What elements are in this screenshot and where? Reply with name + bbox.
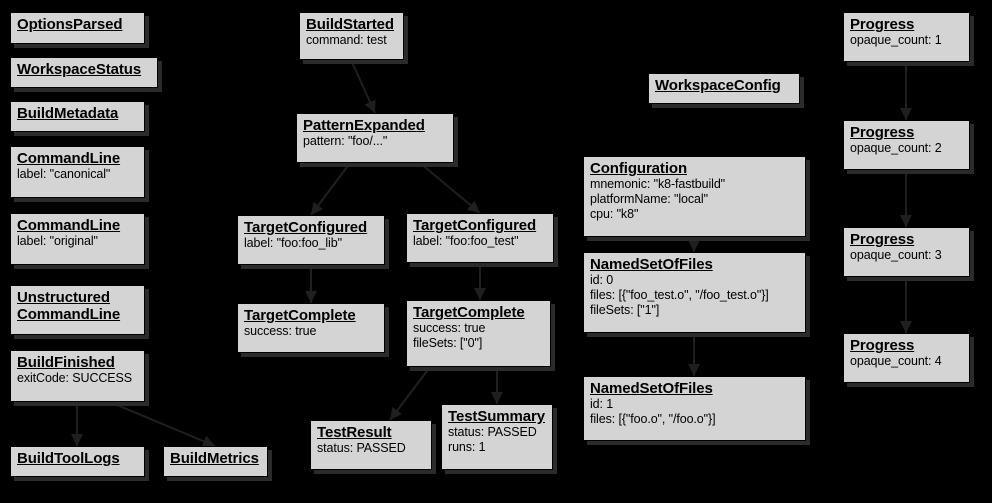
- node-field-named-set-of-files-0-0: id: 0: [590, 273, 614, 287]
- node-field-command-line-original-0: label: "original": [17, 234, 98, 248]
- node-title-test-result: TestResult: [317, 424, 392, 441]
- node-field-configuration-1: platformName: "local": [590, 192, 708, 206]
- edge-e-bf-bm: [109, 401, 216, 447]
- edge-e-bs-pe: [350, 59, 376, 114]
- node-title-target-complete-test: TargetComplete: [413, 304, 525, 321]
- node-title-target-configured-lib: TargetConfigured: [244, 219, 368, 236]
- edge-e-pe-tct: [419, 162, 481, 214]
- node-field-build-started-0: command: test: [306, 33, 387, 47]
- node-field-test-summary-0: status: PASSED: [448, 425, 537, 439]
- node-field-target-complete-test-0: success: true: [413, 321, 486, 335]
- node-workspace-status[interactable]: WorkspaceStatus: [10, 57, 158, 88]
- node-title-build-started: BuildStarted: [306, 16, 394, 33]
- node-field-build-finished-0: exitCode: SUCCESS: [17, 371, 133, 385]
- node-field-configuration-0: mnemonic: "k8-fastbuild": [590, 177, 726, 191]
- node-field-progress-3-0: opaque_count: 3: [850, 248, 942, 262]
- node-title-pattern-expanded: PatternExpanded: [303, 117, 425, 134]
- node-field-command-line-canonical-0: label: "canonical": [17, 167, 111, 181]
- node-field-named-set-of-files-0-2: fileSets: ["1"]: [590, 303, 660, 317]
- node-title-target-configured-test: TargetConfigured: [413, 217, 537, 234]
- node-title-named-set-of-files-0: NamedSetOfFiles: [590, 256, 713, 273]
- node-field-named-set-of-files-0-1: files: [{"foo_test.o", "/foo_test.o"}]: [590, 288, 769, 302]
- node-field-progress-1-0: opaque_count: 1: [850, 33, 942, 47]
- node-field-test-summary-1: runs: 1: [448, 440, 486, 454]
- node-title-options-parsed: OptionsParsed: [17, 16, 123, 33]
- node-title-progress-3: Progress: [850, 231, 915, 248]
- node-title-progress-1: Progress: [850, 16, 915, 33]
- node-field-target-complete-lib-0: success: true: [244, 324, 317, 338]
- edge-e-tcompt-tr: [389, 366, 431, 421]
- node-field-test-result-0: status: PASSED: [317, 441, 406, 455]
- node-unstructured-command-line[interactable]: Unstructured CommandLine: [10, 285, 145, 335]
- node-title-unstructured-command-line: Unstructured CommandLine: [17, 289, 121, 323]
- edge-e-pe-tcl: [310, 162, 351, 216]
- node-field-progress-4-0: opaque_count: 4: [850, 354, 942, 368]
- node-title-progress-2: Progress: [850, 124, 915, 141]
- node-field-pattern-expanded-0: pattern: "foo/...": [303, 134, 388, 148]
- node-build-tool-logs[interactable]: BuildToolLogs: [10, 446, 145, 477]
- node-title-target-complete-lib: TargetComplete: [244, 307, 356, 324]
- node-title-named-set-of-files-1: NamedSetOfFiles: [590, 380, 713, 397]
- node-field-progress-2-0: opaque_count: 2: [850, 141, 942, 155]
- node-title-workspace-status: WorkspaceStatus: [17, 61, 142, 78]
- node-build-metrics[interactable]: BuildMetrics: [163, 446, 268, 477]
- node-title-progress-4: Progress: [850, 337, 915, 354]
- node-field-target-complete-test-1: fileSets: ["0"]: [413, 336, 483, 350]
- node-title-command-line-canonical: CommandLine: [17, 150, 121, 167]
- node-options-parsed[interactable]: OptionsParsed: [10, 12, 145, 44]
- node-title-configuration: Configuration: [590, 160, 688, 177]
- node-field-named-set-of-files-1-1: files: [{"foo.o", "/foo.o"}]: [590, 412, 716, 426]
- node-build-metadata[interactable]: BuildMetadata: [10, 101, 145, 132]
- node-title-build-finished: BuildFinished: [17, 354, 115, 371]
- node-title-command-line-original: CommandLine: [17, 217, 121, 234]
- node-field-configuration-2: cpu: "k8": [590, 207, 639, 221]
- node-title-build-tool-logs: BuildToolLogs: [17, 450, 120, 467]
- node-field-named-set-of-files-1-0: id: 1: [590, 397, 614, 411]
- node-title-workspace-config: WorkspaceConfig: [655, 77, 781, 94]
- node-field-target-configured-test-0: label: "foo:foo_test": [413, 234, 519, 248]
- node-title-build-metrics: BuildMetrics: [170, 450, 259, 467]
- node-workspace-config[interactable]: WorkspaceConfig: [648, 73, 800, 104]
- node-title-test-summary: TestSummary: [448, 408, 545, 425]
- node-title-build-metadata: BuildMetadata: [17, 105, 119, 122]
- node-field-target-configured-lib-0: label: "foo:foo_lib": [244, 236, 342, 250]
